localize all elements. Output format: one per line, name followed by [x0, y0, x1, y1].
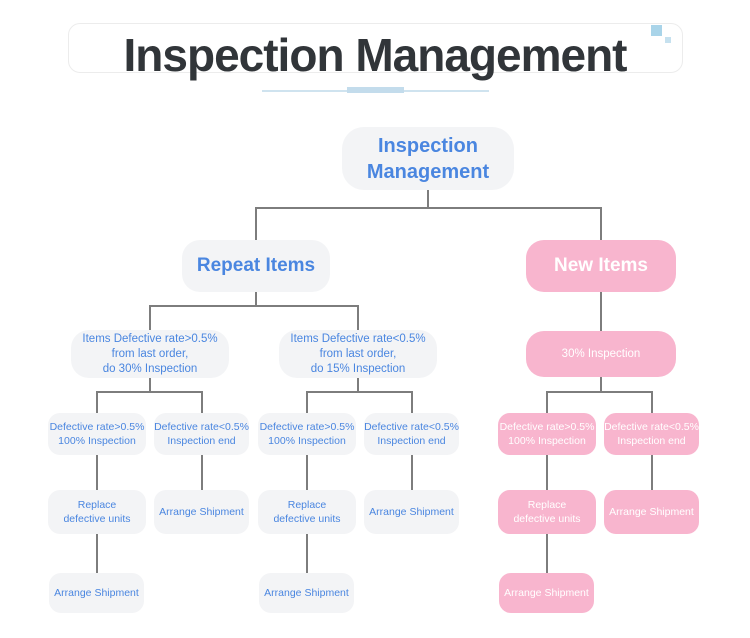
connector-line: [306, 534, 308, 573]
connector-line: [149, 306, 151, 330]
node-new-items: New Items: [526, 240, 676, 292]
node-repeat-defective-high: Items Defective rate>0.5% from last orde…: [71, 330, 229, 378]
node-rh-replace-units: Replace defective units: [48, 490, 146, 534]
connector-line: [96, 392, 98, 413]
connector-line: [149, 305, 359, 307]
connector-line: [357, 378, 359, 392]
node-inspection-management-root: Inspection Management: [342, 127, 514, 190]
connector-line: [651, 455, 653, 490]
connector-line: [427, 190, 429, 208]
connector-line: [411, 455, 413, 490]
node-rl-defective-low: Defective rate<0.5% Inspection end: [364, 413, 459, 455]
decor-square-small: [665, 37, 671, 43]
node-rl-arrange-shipment: Arrange Shipment: [259, 573, 354, 613]
node-repeat-items: Repeat Items: [182, 240, 330, 292]
connector-line: [651, 392, 653, 413]
connector-line: [546, 534, 548, 573]
decor-square-large: [651, 25, 662, 36]
node-rl-defective-high: Defective rate>0.5% 100% Inspection: [258, 413, 356, 455]
connector-line: [306, 455, 308, 490]
connector-line: [96, 391, 203, 393]
connector-line: [546, 455, 548, 490]
connector-line: [357, 306, 359, 330]
connector-line: [96, 534, 98, 573]
node-rl-arrange-shipment-end: Arrange Shipment: [364, 490, 459, 534]
connector-line: [546, 391, 653, 393]
title-card: [68, 23, 683, 73]
connector-line: [306, 391, 413, 393]
connector-line: [600, 292, 602, 331]
node-rh-defective-high: Defective rate>0.5% 100% Inspection: [48, 413, 146, 455]
title-underline-accent: [347, 87, 404, 93]
node-rh-arrange-shipment: Arrange Shipment: [49, 573, 144, 613]
page-title: Inspection Management: [123, 29, 628, 81]
connector-line: [255, 207, 602, 209]
connector-line: [201, 392, 203, 413]
node-new-arrange-shipment: Arrange Shipment: [499, 573, 594, 613]
connector-line: [411, 392, 413, 413]
connector-line: [306, 392, 308, 413]
node-new-arrange-shipment-end: Arrange Shipment: [604, 490, 699, 534]
node-rl-replace-units: Replace defective units: [258, 490, 356, 534]
node-new-replace-units: Replace defective units: [498, 490, 596, 534]
connector-line: [255, 292, 257, 306]
node-new-defective-low: Defective rate<0.5% Inspection end: [604, 413, 699, 455]
node-new-30-inspection: 30% Inspection: [526, 331, 676, 377]
node-rh-defective-low: Defective rate<0.5% Inspection end: [154, 413, 249, 455]
node-repeat-defective-low: Items Defective rate<0.5% from last orde…: [279, 330, 437, 378]
connector-line: [96, 455, 98, 490]
connector-line: [255, 208, 257, 240]
connector-line: [201, 455, 203, 490]
node-new-defective-high: Defective rate>0.5% 100% Inspection: [498, 413, 596, 455]
connector-line: [149, 378, 151, 392]
connector-line: [546, 392, 548, 413]
node-rh-arrange-shipment-end: Arrange Shipment: [154, 490, 249, 534]
connector-line: [600, 377, 602, 392]
connector-line: [600, 208, 602, 240]
